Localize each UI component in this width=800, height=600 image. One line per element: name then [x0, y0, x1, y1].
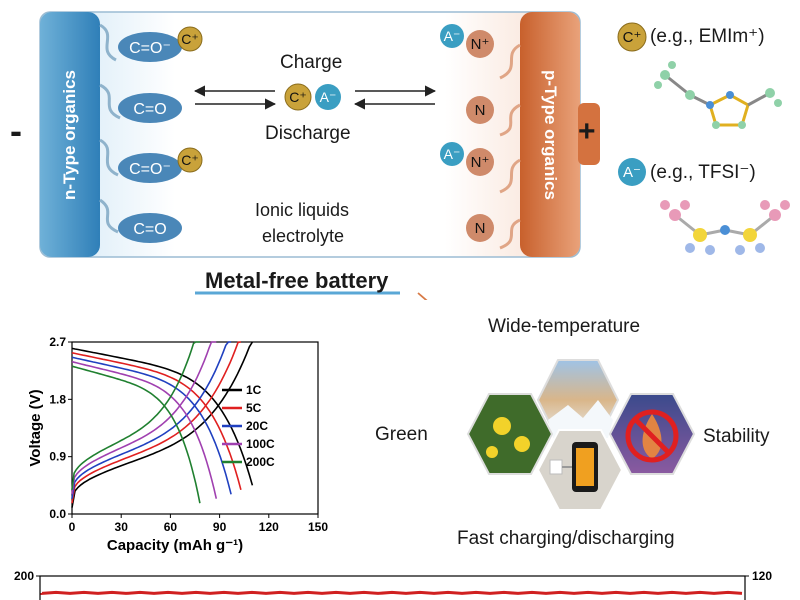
legend-label-100C: 100C: [246, 437, 275, 451]
legend-label-1C: 1C: [246, 383, 262, 397]
carbonyl-label: C=O⁻: [129, 161, 171, 178]
discharge-label: Discharge: [265, 123, 351, 144]
legend-anion-icon: A⁻: [618, 158, 646, 186]
nitrogen-label: N⁺: [471, 154, 490, 171]
svg-text:C⁺: C⁺: [623, 29, 642, 46]
title-pointer-line: [417, 292, 428, 300]
legend-label-200C: 200C: [246, 455, 275, 469]
y-tick-label: 0.9: [49, 450, 66, 464]
cation-bound: C⁺: [177, 26, 203, 52]
nitrogen-group: N⁺: [466, 148, 494, 176]
nitrogen-label: N: [475, 102, 486, 119]
nitrogen-label: N: [475, 220, 486, 237]
plot-frame: [71, 341, 319, 515]
feature-hexagons: [466, 359, 696, 511]
cation-example: (e.g., EMIm⁺): [650, 26, 765, 47]
discharge-curve-20C: [71, 356, 232, 495]
carbonyl-group: C=O: [118, 213, 182, 243]
plus-sign: +: [578, 115, 596, 148]
fast-charging-hexagon: [536, 429, 624, 511]
p-type-label: p-Type organics: [541, 69, 560, 201]
x-axis-label: Capacity (mAh g⁻¹): [107, 537, 243, 554]
svg-text:C⁺: C⁺: [289, 89, 307, 105]
anion-bound: A⁻: [440, 24, 464, 48]
carbonyl-label: C=O: [133, 221, 166, 238]
center-cation: C⁺: [284, 83, 312, 111]
charge-curve-5C: [71, 341, 241, 504]
discharge-curve-200C: [71, 365, 201, 504]
carbonyl-group: C=O⁻: [118, 153, 182, 183]
y-axis-label: Voltage (V): [27, 389, 44, 466]
legend-cation-icon: C⁺: [617, 22, 647, 52]
cycling-plot-frame: [39, 575, 746, 600]
wide-temperature-hexagon: [536, 359, 620, 441]
x-tick-label: 90: [213, 520, 227, 534]
legend-label-5C: 5C: [246, 401, 262, 415]
anion-bound: A⁻: [440, 142, 464, 166]
y-tick-label: 0.0: [49, 507, 66, 521]
nitrogen-group: N: [466, 96, 494, 124]
feature-stability: Stability: [703, 426, 770, 447]
cation-symbol: C⁺: [181, 152, 199, 168]
carbonyl-label: C=O: [133, 101, 166, 118]
p-side-chains: [499, 43, 521, 250]
charge-curve-20C: [71, 341, 232, 499]
svg-text:A⁻: A⁻: [623, 164, 641, 181]
svg-text:A⁻: A⁻: [320, 89, 337, 105]
nitrogen-group: N⁺: [466, 30, 494, 58]
electrolyte-line1: Ionic liquids: [255, 200, 350, 220]
cycling-series-line: [40, 590, 743, 596]
charge-label: Charge: [280, 52, 343, 73]
cycling-chart-partial: 200 120: [14, 569, 772, 600]
tfsi-molecule-icon: [660, 200, 790, 255]
feature-green: Green: [375, 424, 428, 445]
figure-title: Metal-free battery: [205, 268, 389, 293]
anion-example: (e.g., TFSI⁻): [650, 162, 756, 183]
n-type-label: n-Type organics: [60, 69, 79, 201]
charge-curve-1C: [71, 341, 254, 508]
x-tick-label: 60: [164, 520, 178, 534]
positive-terminal: [578, 103, 600, 165]
n-electrode: [40, 12, 100, 257]
p-electrode: [520, 12, 580, 257]
green-hexagon: [466, 393, 554, 475]
cycling-y-right-tick-label: 120: [752, 569, 772, 583]
cycling-y-left-tick-label: 200: [14, 569, 34, 583]
x-tick-label: 0: [69, 520, 76, 534]
center-anion: A⁻: [315, 84, 341, 110]
anion-symbol: A⁻: [444, 28, 461, 44]
battery-schematic: C=O⁻ C⁺ C=O C=O⁻ C⁺ C=O N⁺ A⁻ N N⁺ A⁻ N C⁺ A⁻ C⁺ A⁻: [39, 11, 790, 300]
discharge-curve-100C: [71, 360, 218, 499]
x-tick-label: 150: [308, 520, 328, 534]
stability-hexagon: [608, 393, 696, 475]
y-tick-label: 1.8: [49, 392, 66, 406]
emim-molecule-icon: [654, 61, 782, 129]
carbonyl-group: C=O⁻: [118, 32, 182, 62]
discharge-curve-1C: [71, 347, 254, 486]
electrolyte-line2: electrolyte: [262, 226, 345, 246]
nitrogen-group: N: [466, 214, 494, 242]
cation-symbol: C⁺: [181, 31, 199, 47]
x-tick-label: 30: [115, 520, 129, 534]
x-tick-label: 120: [259, 520, 279, 534]
feature-fast-charging: Fast charging/discharging: [457, 528, 675, 549]
cation-bound: C⁺: [177, 147, 203, 173]
charge-curve-200C: [71, 341, 200, 490]
carbonyl-label: C=O⁻: [129, 40, 171, 57]
n-side-chains: [99, 23, 121, 234]
feature-wide-temperature: Wide-temperature: [488, 316, 641, 337]
minus-sign: -: [10, 110, 22, 151]
charge-curve-100C: [71, 341, 217, 495]
discharge-curve-5C: [71, 352, 242, 491]
legend-label-20C: 20C: [246, 419, 268, 433]
anion-symbol: A⁻: [444, 146, 461, 162]
carbonyl-group: C=O: [118, 93, 182, 123]
nitrogen-label: N⁺: [471, 36, 490, 53]
y-tick-label: 2.7: [49, 335, 66, 349]
